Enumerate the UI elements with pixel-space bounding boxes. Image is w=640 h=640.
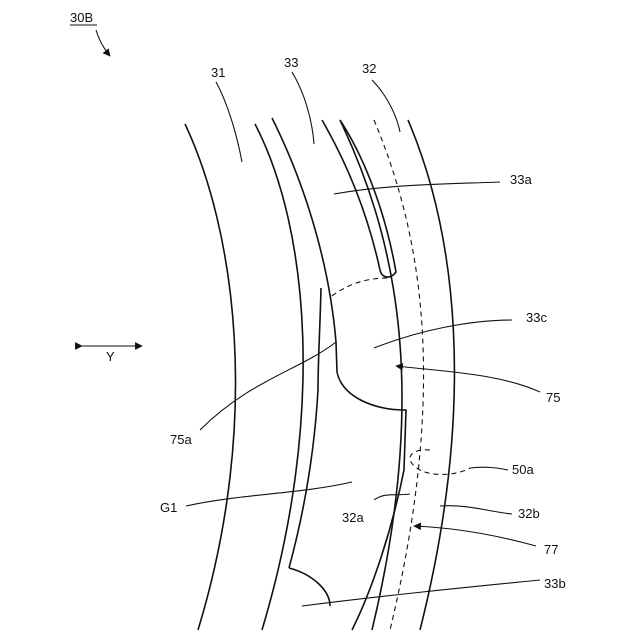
dashed-loop-50a — [410, 450, 470, 475]
curve-33-right — [340, 120, 402, 630]
label-33a: 33a — [510, 172, 532, 187]
direction-label: Y — [106, 349, 115, 364]
leader-32a — [374, 494, 410, 500]
leader-33b — [302, 580, 540, 606]
leader-33c — [374, 320, 512, 348]
leader-33 — [292, 72, 314, 144]
leader-75 — [396, 366, 540, 392]
label-33c: 33c — [526, 310, 547, 325]
label-75a: 75a — [170, 432, 192, 447]
rib-33a — [322, 120, 396, 277]
label-g1: G1 — [160, 500, 177, 515]
curve-33-outer — [255, 124, 303, 630]
figure-id-arrow — [96, 30, 110, 56]
label-32: 32 — [362, 61, 376, 76]
leader-77 — [414, 526, 536, 546]
label-33b: 33b — [544, 576, 566, 591]
leader-31 — [216, 82, 242, 162]
label-31: 31 — [211, 65, 225, 80]
curve-g1-wall — [289, 288, 321, 568]
leader-50a — [470, 467, 508, 470]
curve-32-solid — [408, 120, 454, 630]
curve-31 — [185, 124, 236, 630]
curve-32-dashed — [374, 120, 424, 630]
label-77: 77 — [544, 542, 558, 557]
leader-32b — [440, 506, 512, 514]
dashed-boundary-upper — [332, 278, 388, 296]
label-33: 33 — [284, 55, 298, 70]
label-32a: 32a — [342, 510, 364, 525]
figure-id-label: 30B — [70, 10, 93, 25]
label-50a: 50a — [512, 462, 534, 477]
label-75: 75 — [546, 390, 560, 405]
label-32b: 32b — [518, 506, 540, 521]
leader-g1 — [186, 482, 352, 506]
curve-33b-notch — [289, 568, 330, 606]
leader-33a — [334, 182, 500, 194]
